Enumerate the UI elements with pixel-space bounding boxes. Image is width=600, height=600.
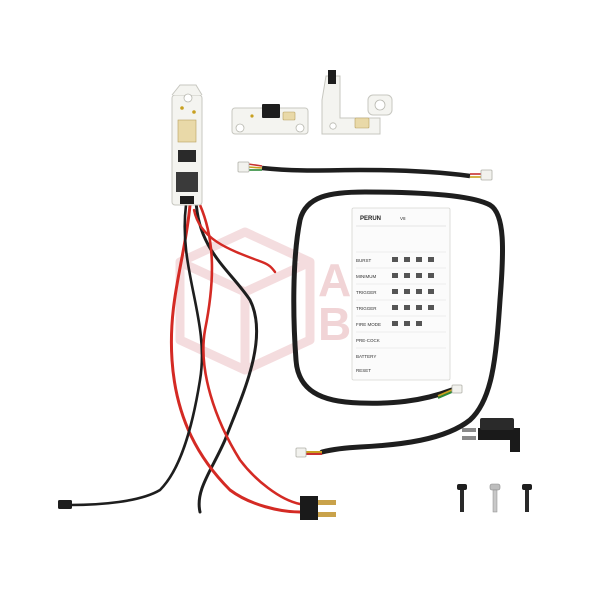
loop-cable-connector-b xyxy=(295,447,307,458)
sensor-spacer xyxy=(367,94,393,116)
controller-wires xyxy=(58,198,302,514)
card-model: V8 xyxy=(400,216,406,221)
card-row-label: TRIGGER xyxy=(356,290,377,295)
card-row-label: PRE-COCK xyxy=(356,338,380,343)
sensor-board-b xyxy=(321,70,381,135)
card-row-label: FIRE MODE xyxy=(356,322,381,327)
loop-cable-connector-a xyxy=(451,384,463,394)
screws xyxy=(457,483,532,513)
fuse-connector xyxy=(58,500,72,509)
screw-black-right xyxy=(522,484,532,512)
t-plug-connector xyxy=(300,496,336,520)
card-diagrams xyxy=(392,257,434,326)
card-rows: BURST MINIMUM TRIGGER TRIGGER FIRE MODE … xyxy=(356,251,446,373)
loop-cable xyxy=(291,189,506,458)
bracket-pin xyxy=(462,436,476,440)
card-row-label: MINIMUM xyxy=(356,274,376,279)
card-brand: PERUN xyxy=(360,216,381,222)
screw-black-left xyxy=(457,484,467,512)
sensor-board-a xyxy=(231,104,309,135)
card-row-label: BATTERY xyxy=(356,354,376,359)
mounting-bracket xyxy=(462,418,520,452)
main-controller-pcb xyxy=(171,84,203,206)
short-sensor-cable xyxy=(237,161,493,181)
screw-silver xyxy=(489,483,501,513)
card-row-label: TRIGGER xyxy=(356,306,377,311)
short-cable-connector-b xyxy=(480,169,493,181)
card-row-label: BURST xyxy=(356,258,372,263)
short-cable-connector-a xyxy=(237,161,250,173)
card-row-label: RESET xyxy=(356,368,371,373)
watermark-cube-icon xyxy=(175,227,315,375)
instruction-card: PERUN V8 BURST MINIMUM TRIGGER TRIGGER F… xyxy=(351,207,451,381)
bracket-pin xyxy=(462,428,476,432)
